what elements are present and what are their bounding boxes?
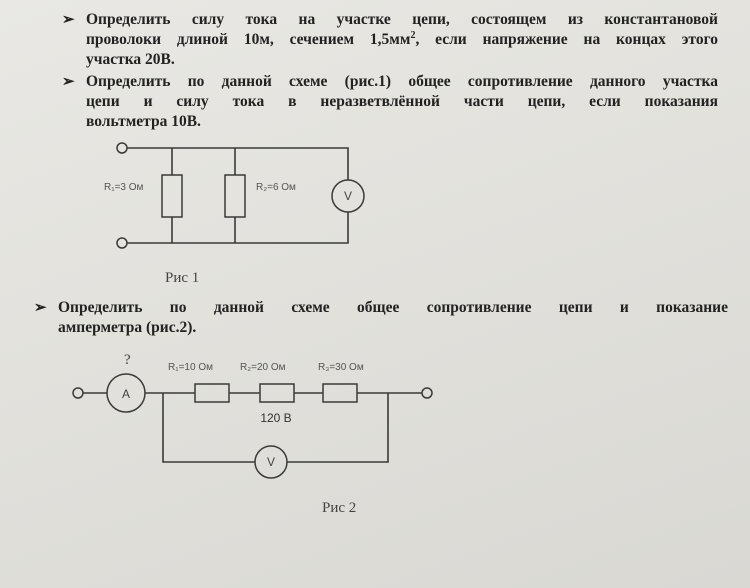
resistor-r1-fig2 [194,383,230,403]
r2-label: R₂=6 Ом [256,182,296,193]
terminal-right [421,387,433,399]
task-3-line-2: амперметра (рис.2). [58,319,197,336]
fig2-caption: Рис 2 [322,500,356,516]
task-1-line-1: Определить силу тока на участке цепи, со… [86,11,718,28]
bullet-arrow-icon: ➢ [62,12,75,28]
voltmeter-fig1 [331,179,365,213]
r3-fig2-label: R₃=30 Ом [318,362,364,373]
task-1-line-2: проволоки длиной 10м, сечением 1,5мм2, е… [86,30,718,50]
bullet-arrow-icon: ➢ [34,300,47,316]
voltmeter-fig2-label: V [267,455,275,469]
r1-label: R₁=3 Ом [104,182,144,193]
task-1-line-2b: , если напряжение на концах этого [415,31,718,48]
voltmeter-fig2 [254,445,288,479]
r2-fig2-label: R₂=20 Ом [240,362,286,373]
question-mark: ? [124,352,131,368]
fig2-voltmeter-wires [162,393,389,463]
terminal-bottom [116,237,128,249]
task-1-line-2a: проволоки длиной 10м, сечением 1,5мм [86,31,411,48]
resistor-r2 [224,174,246,218]
figure-1-circuit: V R₁=3 Ом R₂=6 Ом Рис 1 [104,142,365,286]
fig1-branch-wires [171,148,236,243]
task-3: ➢ Определить по данной схеме общее сопро… [34,298,728,338]
superscript-2: 2 [410,29,416,41]
resistor-r1 [161,174,183,218]
fig1-caption: Рис 1 [165,270,199,286]
task-3-line-1: Определить по данной схеме общее сопроти… [58,299,728,316]
ammeter [106,373,146,413]
task-2: ➢ Определить по данной схеме (рис.1) общ… [62,72,718,132]
terminal-top [116,142,128,154]
ammeter-label: A [122,387,130,401]
fig1-wires [127,147,349,244]
terminal-left [72,387,84,399]
task-2-line-2: цепи и силу тока в неразветвлённой части… [86,93,718,110]
task-1: ➢ Определить силу тока на участке цепи, … [62,10,718,70]
voltage-label: 120 В [260,411,291,425]
figure-2-circuit: ? A R₁=10 Ом R₂=20 Ом R₃=30 Ом 120 В V Р… [72,352,433,516]
task-2-line-1: Определить по данной схеме (рис.1) общее… [86,73,718,90]
resistor-r2-fig2 [259,383,295,403]
task-1-line-3: участка 20В. [86,51,175,68]
voltmeter-fig1-label: V [344,189,352,203]
resistor-r3-fig2 [322,383,358,403]
bullet-arrow-icon: ➢ [62,74,75,90]
task-2-line-3: вольтметра 10В. [86,113,201,130]
r1-fig2-label: R₁=10 Ом [168,362,213,373]
